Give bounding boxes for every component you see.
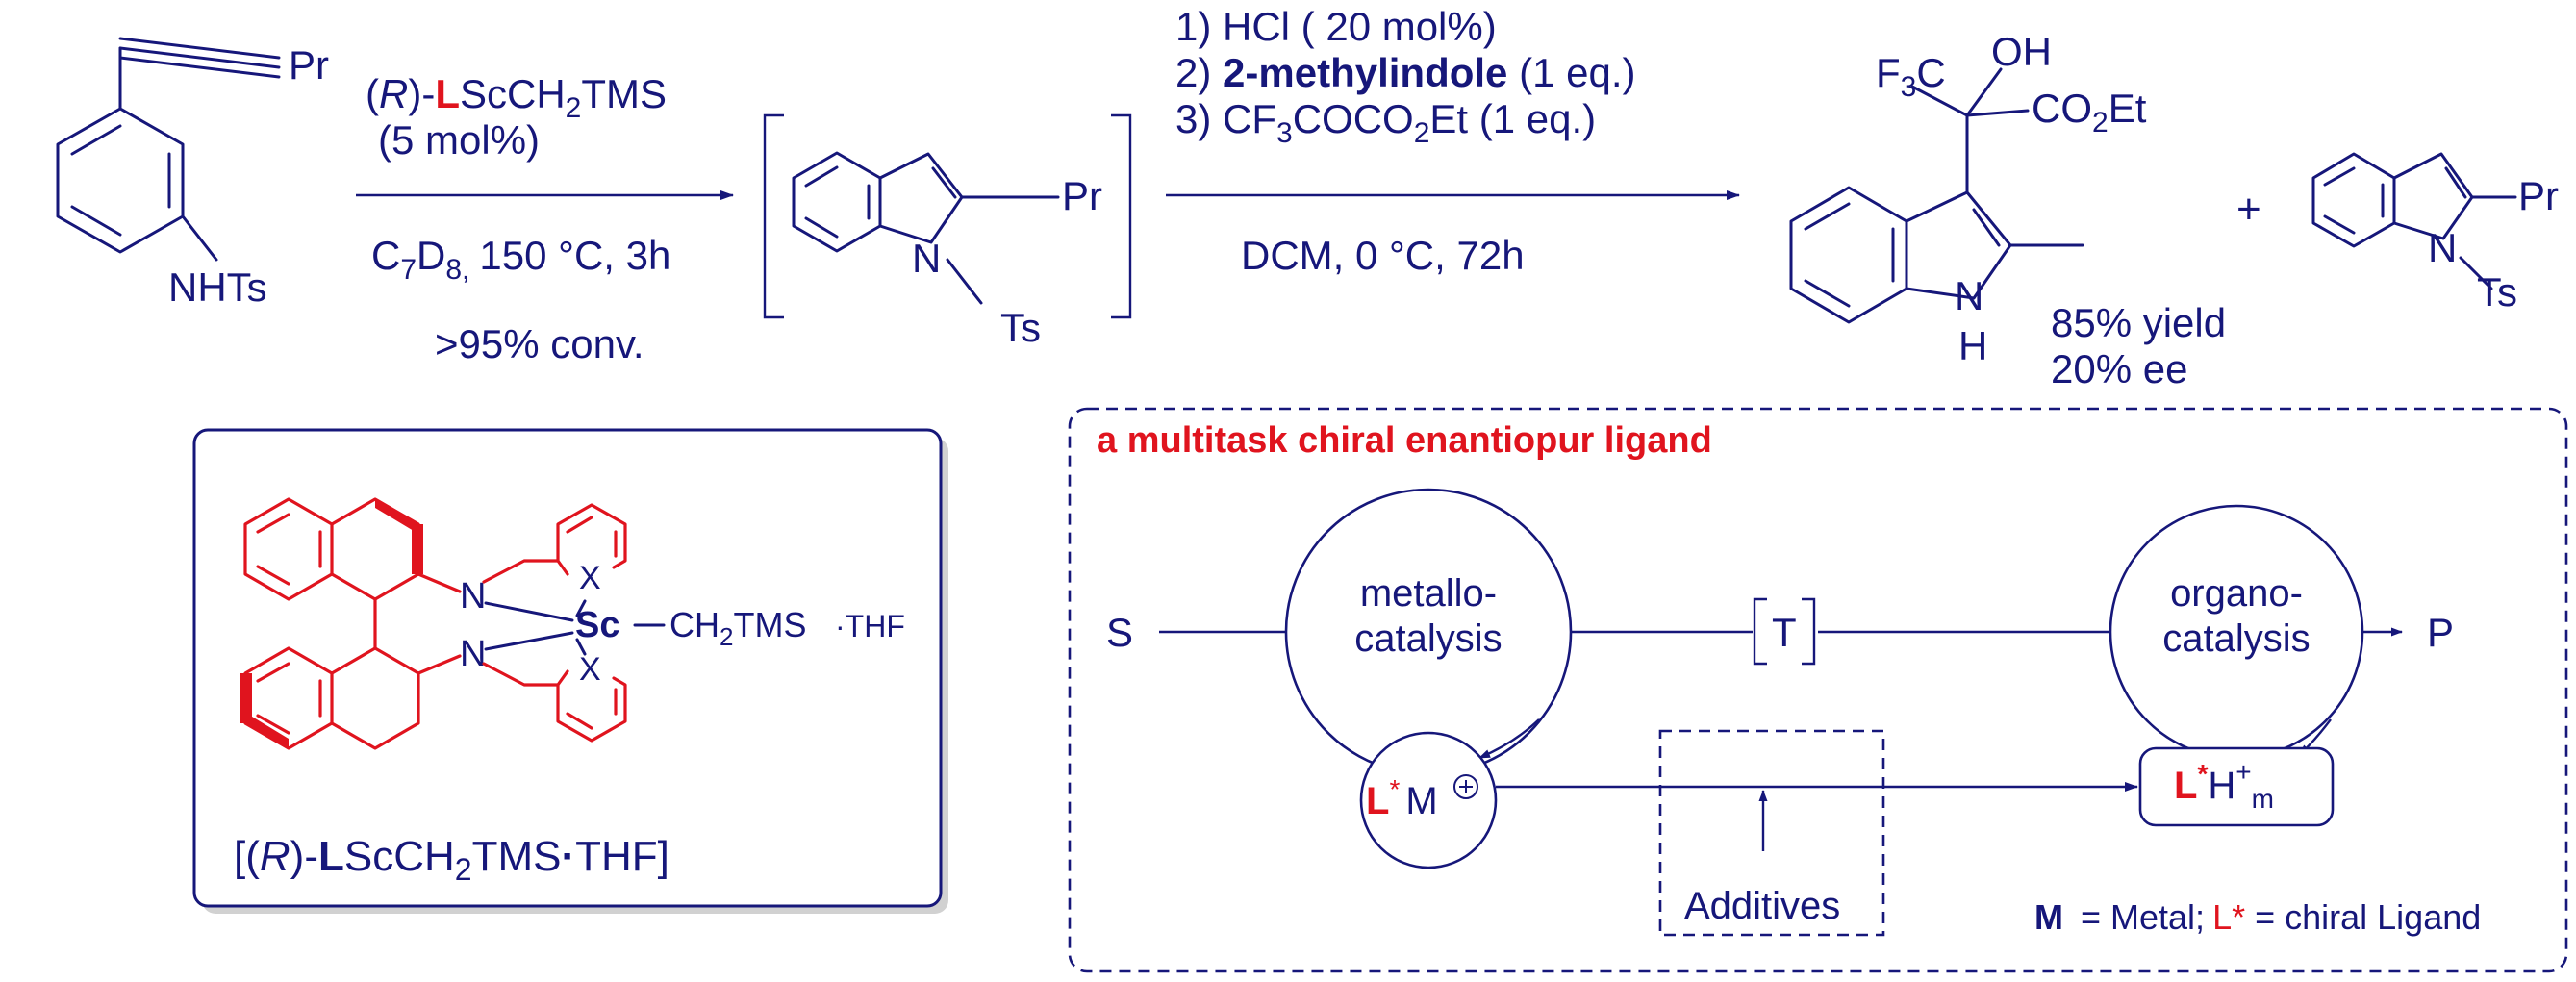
product-ee: 20% ee <box>2051 346 2187 391</box>
plus-sign: + <box>2236 186 2261 233</box>
step2-solvent: DCM, 0 °C, 72h <box>1241 233 1525 278</box>
metallo-label-line1: metallo- <box>1360 572 1497 615</box>
step2-conditions: 1) HCl ( 20 mol%) 2) 2-methylindole (1 e… <box>1166 4 1740 278</box>
cation-charge-icon <box>1453 774 1478 799</box>
sm-nhts-label: NHTs <box>168 264 267 310</box>
additives-label: Additives <box>1684 885 1840 927</box>
additives-box <box>1658 729 1885 937</box>
side-n-label: N <box>2428 225 2457 270</box>
lstar-proton-box <box>2138 746 2335 827</box>
ch2tms-label: CH2TMS <box>669 605 806 651</box>
substrate-s-label: S <box>1106 610 1133 655</box>
side-product-indole: Pr N Ts <box>2311 152 2559 315</box>
lstar-metal-label: L*M <box>1366 774 1438 822</box>
scandium-label: Sc <box>575 605 619 645</box>
ligand-x-top: X <box>579 560 601 596</box>
product-oh-label: OH <box>1991 29 2052 74</box>
sm-substituent-label: Pr <box>289 42 329 88</box>
step2-reagent-2: 2) 2-methylindole (1 eq.) <box>1175 50 1635 95</box>
cation-plus-icon <box>1459 780 1473 793</box>
intermediate-indole: Pr N Ts <box>763 113 1132 350</box>
lstar-metal-circle <box>1359 731 1498 869</box>
intermediate-n-label: N <box>912 236 941 281</box>
product-co2et-label: CO2Et <box>2032 86 2147 138</box>
conversion-label: >95% conv. <box>435 321 644 366</box>
catalyst-structure-box: N N X X Sc CH2TMS ·THF [(R)-LScCH2TMS·TH… <box>192 428 948 914</box>
product-yield: 85% yield <box>2051 300 2226 345</box>
product-n-label: N <box>1955 273 1983 318</box>
catalyst-label: (R)-LScCH2TMS <box>366 71 667 124</box>
side-pr-label: Pr <box>2518 173 2559 218</box>
transient-t-label: T <box>1772 610 1797 655</box>
side-ts-label: Ts <box>2477 269 2517 315</box>
step2-reagent-3: 3) CF3COCO2Et (1 eq.) <box>1175 96 1596 149</box>
catalyst-caption: [(R)-LScCH2TMS·THF] <box>234 833 669 887</box>
catalyst-loading: (5 mol%) <box>378 117 540 163</box>
thf-label: ·THF <box>835 609 905 643</box>
intermediate-ts-label: Ts <box>1000 305 1041 350</box>
product-molecule: F3C OH CO2Et N H 85% yield 20% ee <box>1789 29 2226 391</box>
concept-legend: M = Metal;L* = chiral Ligand <box>2034 897 2481 937</box>
product-p-label: P <box>2427 610 2454 655</box>
step2-reagent-1: 1) HCl ( 20 mol%) <box>1175 4 1497 49</box>
ligand-x-bottom: X <box>579 651 601 688</box>
solvent-conditions: C7D8,150 °C, 3h <box>371 233 670 286</box>
organo-label-line2: catalysis <box>2162 617 2310 660</box>
metallo-label-line2: catalysis <box>1354 617 1502 660</box>
organo-label-line1: organo- <box>2170 572 2303 615</box>
concept-diagram-box: a multitask chiral enantiopur ligand S P… <box>1068 407 2568 973</box>
concept-heading: a multitask chiral enantiopur ligand <box>1097 420 1712 461</box>
intermediate-pr-label: Pr <box>1062 173 1102 218</box>
ligand-n-top: N <box>460 576 486 617</box>
lstar-proton-label: L*H+m <box>2174 757 2274 814</box>
product-cf3-label: F3C <box>1876 50 1946 103</box>
starting-material: Pr NHTs <box>56 37 329 310</box>
step1-conditions: (R)-LScCH2TMS (5 mol%) C7D8,150 °C, 3h >… <box>356 71 734 366</box>
ligand-n-bottom: N <box>460 634 486 674</box>
product-h-label: H <box>1958 323 1987 368</box>
